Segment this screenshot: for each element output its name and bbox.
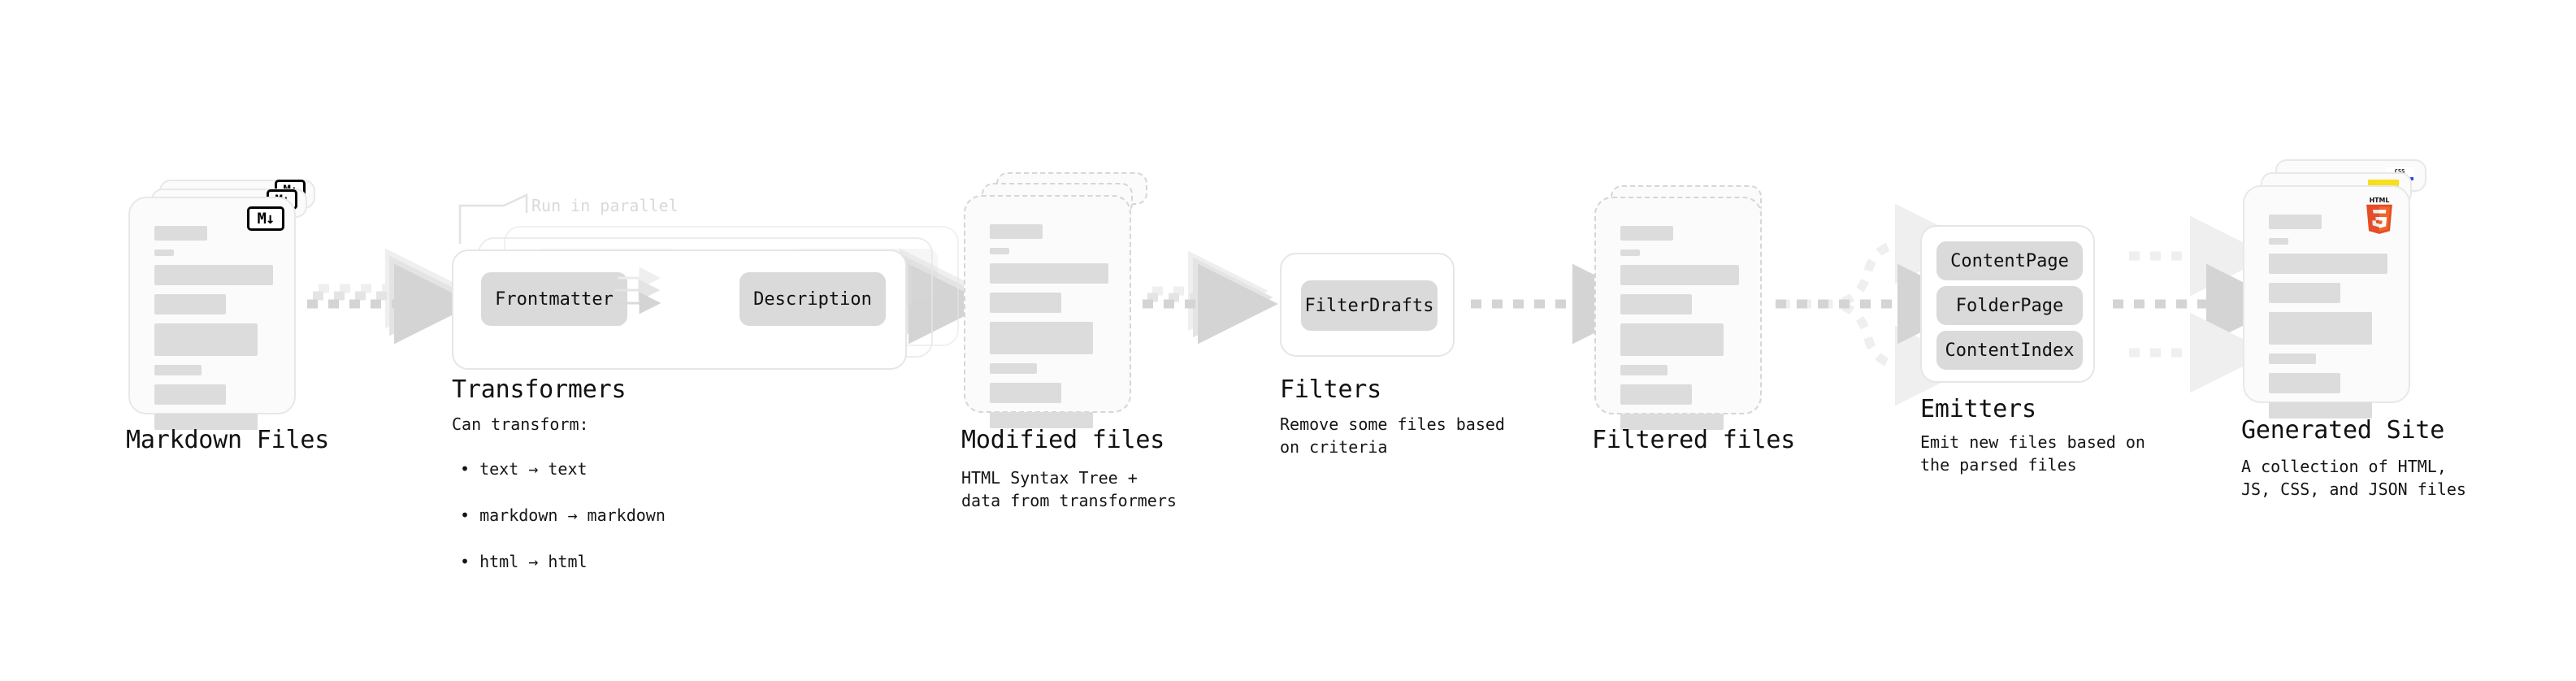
bar (154, 294, 226, 314)
bar (1620, 323, 1724, 356)
bullet-text: html → html (479, 551, 588, 571)
bar (2269, 354, 2317, 364)
transformer-chip-description[interactable]: Description (739, 272, 886, 326)
markdown-logo-front: M↓ (247, 206, 284, 231)
bar (2269, 238, 2288, 245)
bar (990, 363, 1038, 374)
html5-logo: HTML (2366, 197, 2392, 234)
bullet-item: • html → html (460, 551, 588, 571)
bar (990, 224, 1043, 239)
markdown-card-bars (154, 226, 273, 439)
filters-description: Remove some files based on criteria (1280, 414, 1505, 458)
transformers-description: Can transform: (452, 414, 589, 434)
bar (990, 263, 1108, 284)
bullet-item: • text → text (460, 459, 588, 479)
emitters-panel: ContentPage FolderPage ContentIndex (1920, 225, 2095, 383)
site-card-front: HTML (2243, 185, 2410, 419)
generated-site-description: A collection of HTML, JS, CSS, and JSON … (2241, 457, 2466, 500)
bar (2269, 402, 2373, 419)
bullet-text: markdown → markdown (479, 505, 666, 526)
transformer-chip-frontmatter[interactable]: Frontmatter (481, 272, 627, 326)
css-logo-text: CSS (2394, 168, 2405, 175)
emitters-description: Emit new files based on the parsed files (1920, 432, 2145, 475)
stage-title-transformers: Transformers (452, 375, 627, 404)
bar (2269, 373, 2340, 393)
bar (990, 412, 1094, 428)
bar (1620, 294, 1692, 314)
bar (154, 249, 174, 256)
markdown-logo-text-front: M↓ (257, 209, 275, 228)
bar (154, 384, 226, 405)
connector-markdown-to-transformers (307, 248, 475, 345)
stage-title-markdown-files: Markdown Files (126, 426, 330, 454)
bar (990, 383, 1061, 403)
emitter-chip-contentindex[interactable]: ContentIndex (1936, 331, 2083, 370)
transformer-panel-front: Frontmatter Description (452, 249, 907, 370)
markdown-card-front: M↓ (128, 197, 296, 430)
filtered-card-front (1594, 197, 1762, 430)
stage-title-emitters: Emitters (1920, 395, 2036, 423)
bar (2269, 215, 2322, 229)
filters-panel: FilterDrafts (1280, 253, 1455, 357)
connector-filtered-to-emitters (1776, 203, 1978, 406)
modified-files-description: HTML Syntax Tree + data from transformer… (961, 468, 1177, 511)
bar (1620, 365, 1668, 375)
stage-title-modified-files: Modified files (961, 426, 1165, 454)
modified-card-bars (990, 224, 1108, 437)
stage-title-generated-site: Generated Site (2241, 416, 2445, 445)
connector-modified-to-filters (1143, 250, 1278, 345)
bar (990, 248, 1009, 254)
bar (990, 293, 1061, 313)
emitter-chip-contentpage[interactable]: ContentPage (1936, 241, 2083, 280)
bar (990, 322, 1094, 354)
site-card-bars (2269, 215, 2387, 427)
emitter-chip-folderpage[interactable]: FolderPage (1936, 286, 2083, 325)
bar (154, 365, 202, 375)
bullet-text: text → text (479, 459, 588, 479)
bar (2269, 283, 2340, 303)
bar (1620, 384, 1692, 405)
bar (2269, 254, 2387, 274)
svg-text:HTML: HTML (2370, 197, 2390, 204)
bar (1620, 265, 1739, 285)
bar (154, 323, 258, 356)
bar (154, 265, 273, 285)
modified-card-front (964, 195, 1131, 428)
bar (154, 414, 258, 430)
bullet-item: • markdown → markdown (460, 505, 666, 526)
bar (154, 226, 207, 241)
bar (2269, 312, 2373, 345)
bar (1620, 226, 1673, 241)
connector-emitters-to-site (2113, 215, 2287, 393)
transformers-bullets: • text → text • markdown → markdown • ht… (460, 435, 666, 596)
filtered-card-bars (1620, 226, 1739, 439)
bar (1620, 249, 1640, 256)
filter-chip-filterdrafts[interactable]: FilterDrafts (1301, 280, 1438, 331)
stage-title-filtered-files: Filtered files (1592, 426, 1796, 454)
run-in-parallel-label: Run in parallel (531, 196, 679, 215)
stage-title-filters: Filters (1280, 375, 1382, 404)
bar (1620, 414, 1724, 430)
